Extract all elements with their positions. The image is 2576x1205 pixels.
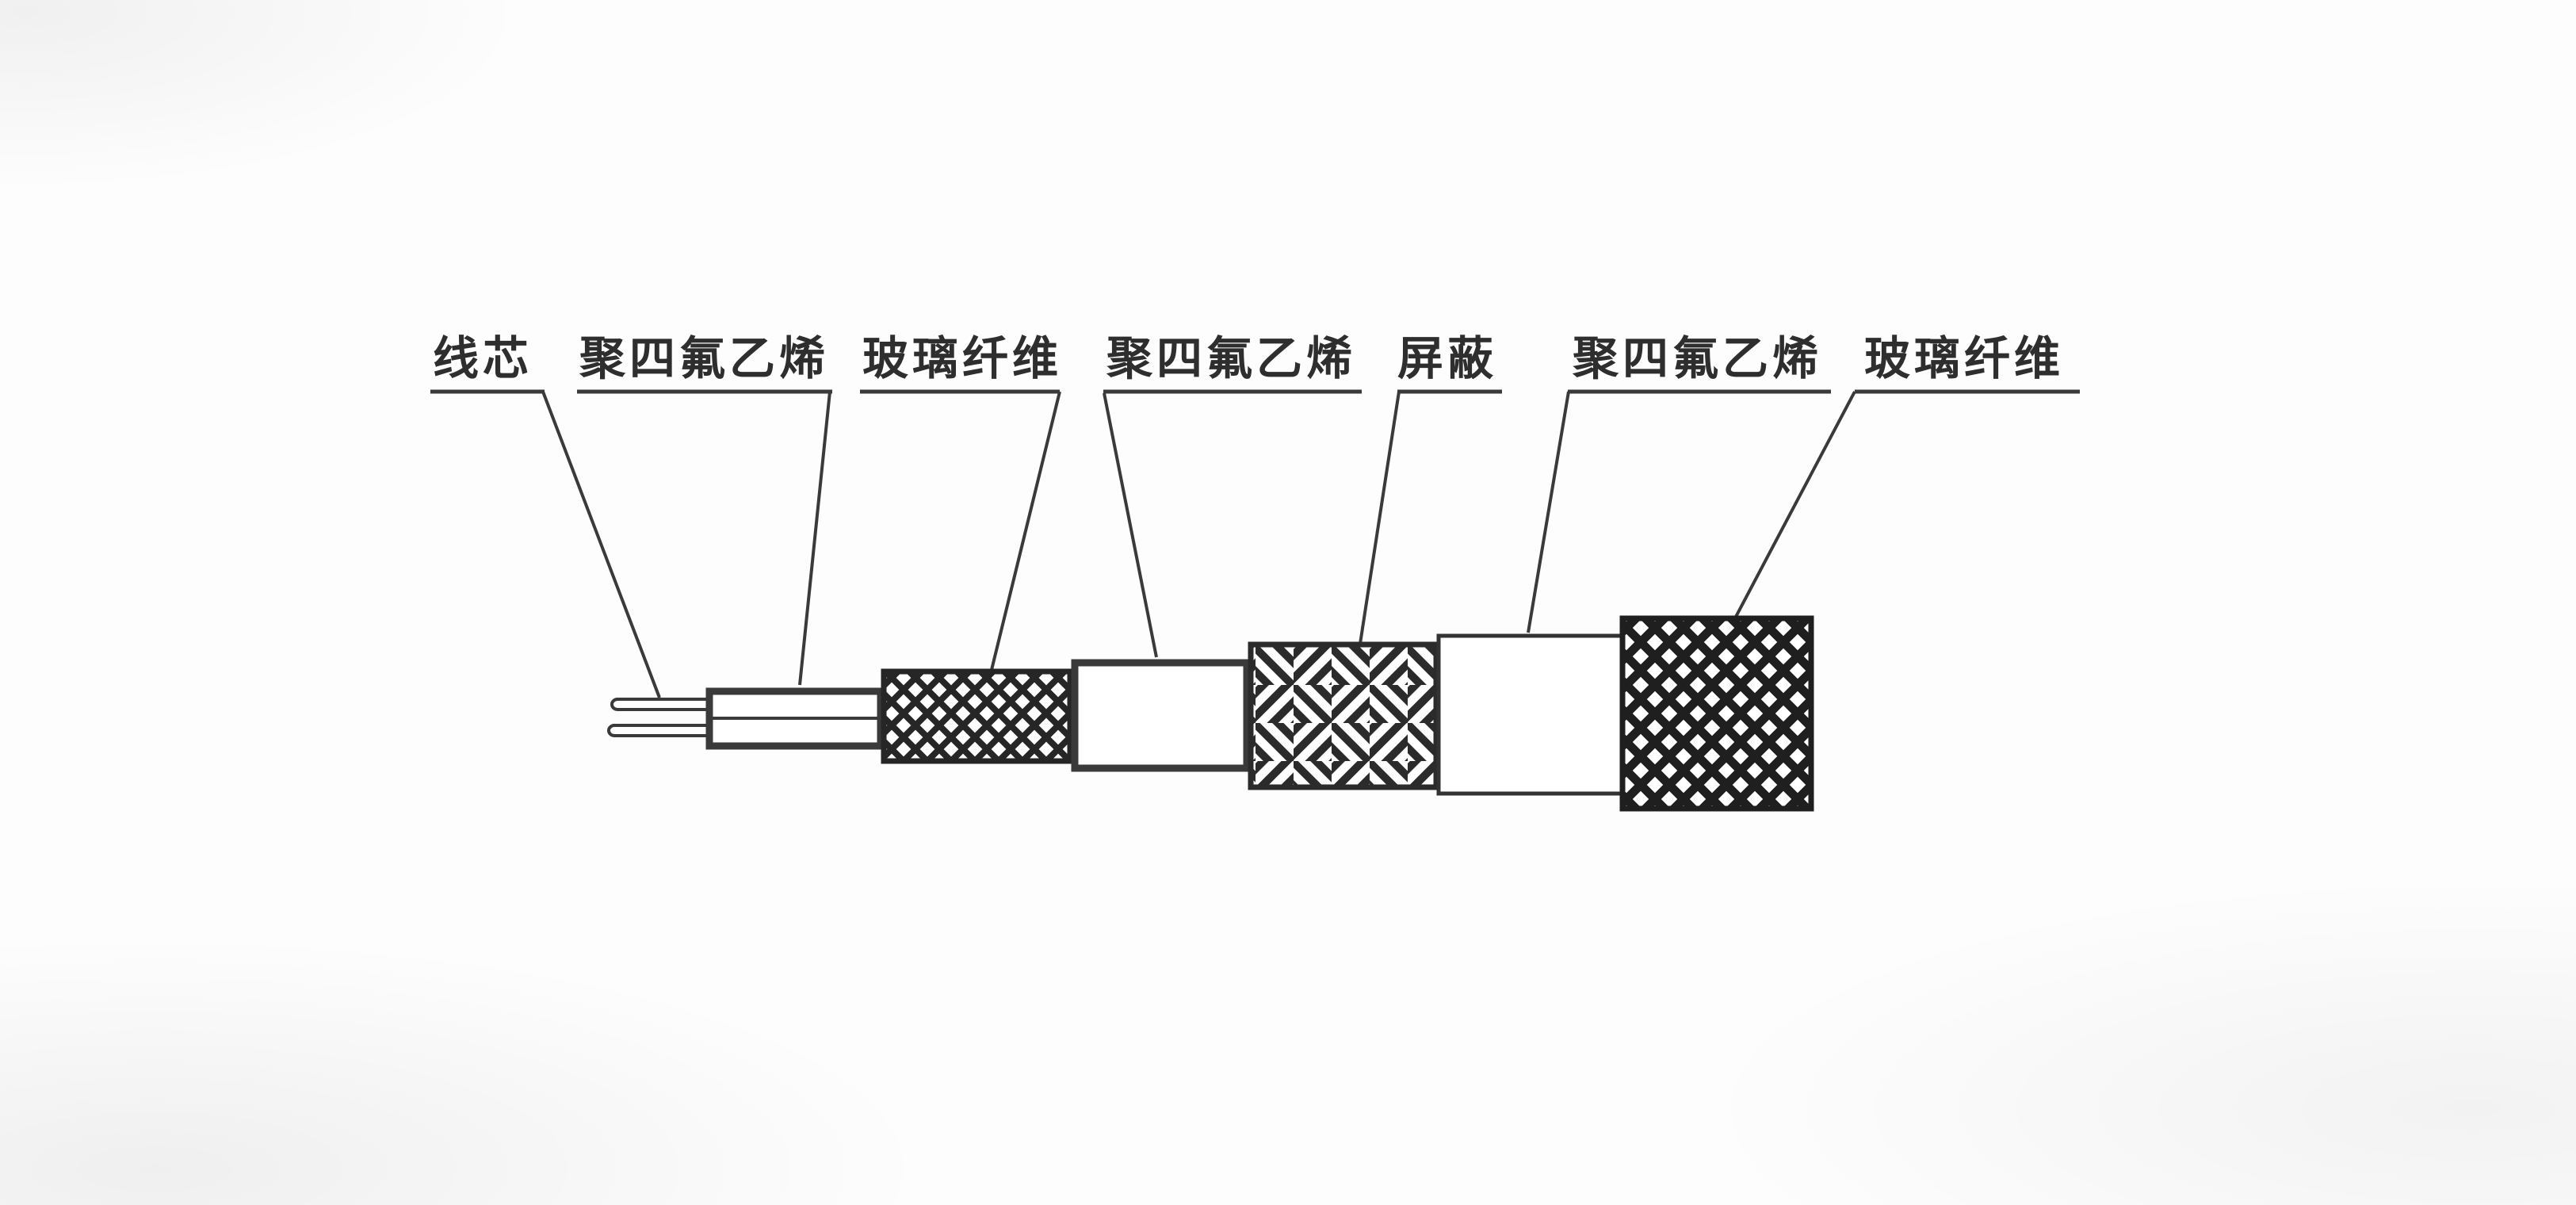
label-glass-fiber-2: 玻璃纤维	[1864, 333, 2065, 384]
leader-glass-fiber-1	[990, 391, 1061, 671]
ptfe-layer-2	[1071, 659, 1251, 772]
leader-ptfe-1	[798, 391, 831, 686]
leader-wire-core	[541, 391, 661, 698]
ptfe-layer-3	[1436, 633, 1626, 796]
label-ptfe-2: 聚四氟乙烯	[1106, 333, 1357, 384]
glass-fiber-braid-1	[881, 668, 1073, 764]
leader-ptfe-2	[1103, 392, 1158, 658]
leader-ptfe-3	[1527, 391, 1570, 633]
wire-core-bottom	[607, 724, 713, 737]
wire-core-top	[610, 698, 713, 711]
leader-lines	[541, 391, 1856, 698]
label-shield: 屏蔽	[1397, 333, 1498, 384]
label-glass-fiber-1: 玻璃纤维	[862, 333, 1063, 384]
label-ptfe-3: 聚四氟乙烯	[1573, 333, 1823, 384]
leader-shield	[1359, 391, 1401, 645]
label-wire-core: 线芯	[433, 333, 533, 384]
glass-fiber-braid-2	[1619, 615, 1814, 812]
leader-glass-fiber-2	[1734, 391, 1856, 618]
shield-braid	[1248, 641, 1439, 790]
label-ptfe-1: 聚四氟乙烯	[579, 333, 830, 384]
